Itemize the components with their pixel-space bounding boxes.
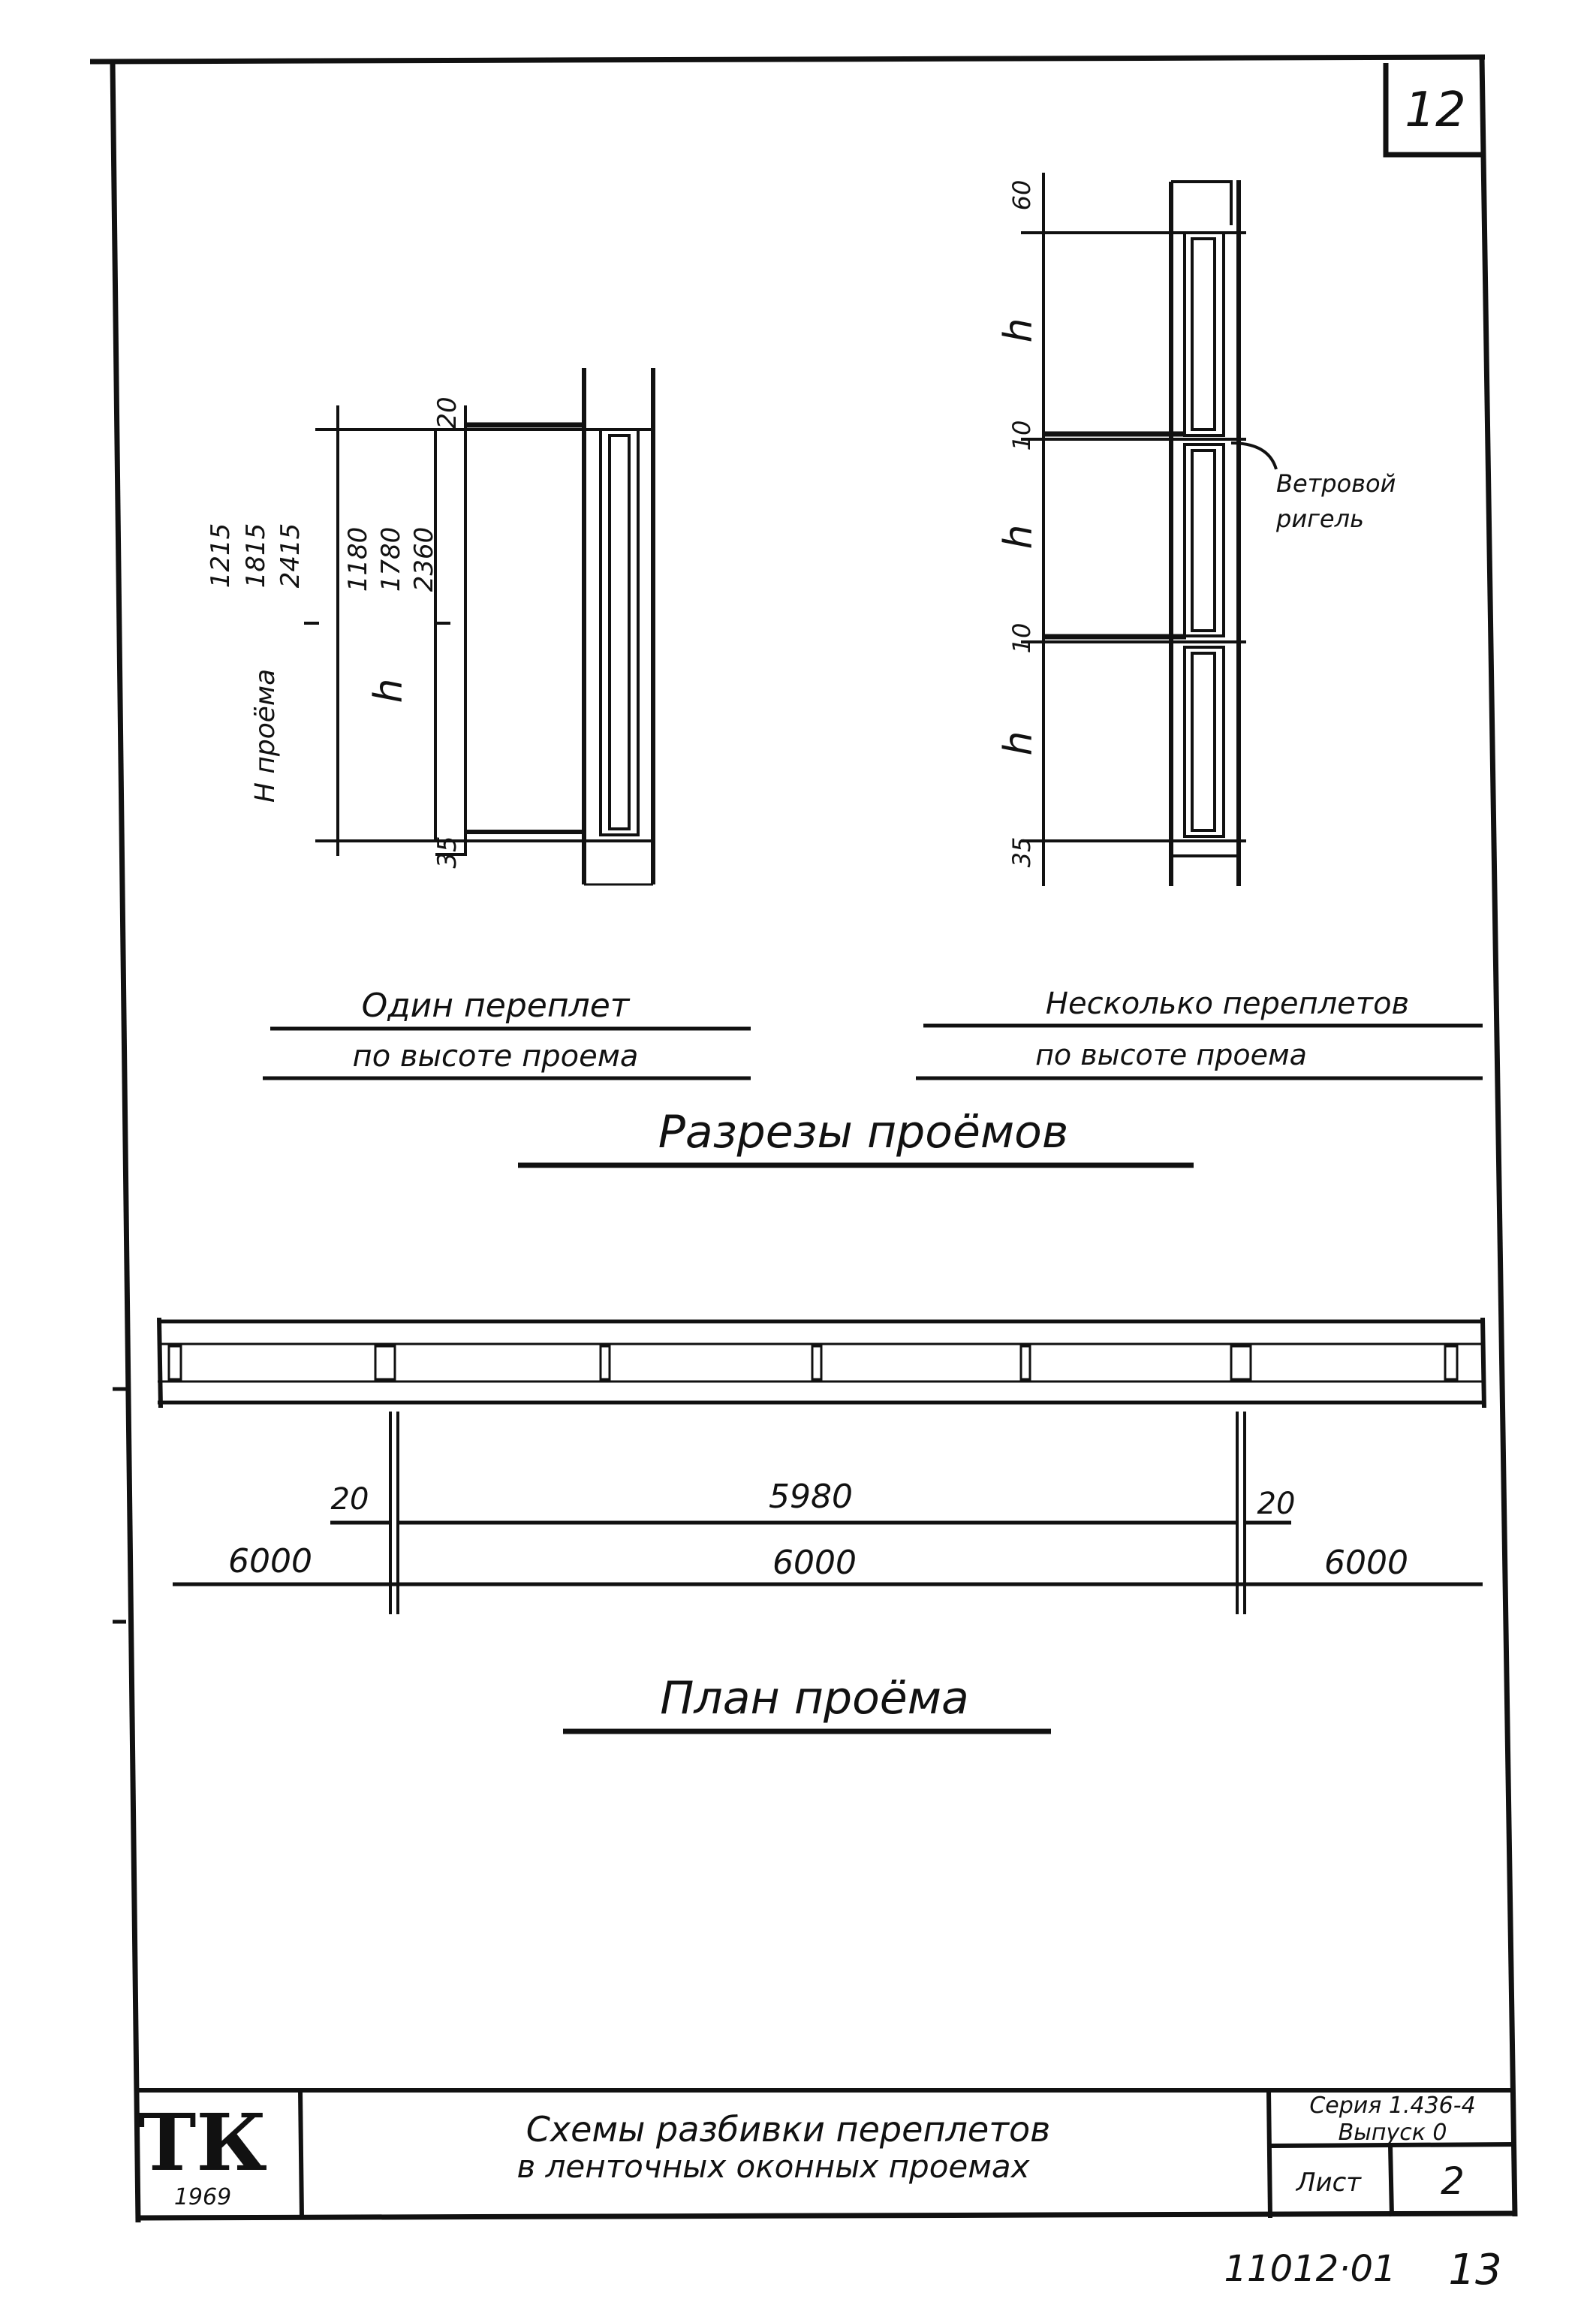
page-number-box: 12: [1383, 63, 1485, 158]
footer-code: 11012·01: [1224, 2248, 1396, 2290]
drawing-title-line1: Схемы разбивки переплетов: [526, 2109, 1051, 2150]
opening-height-value-1: 1215: [206, 523, 236, 589]
caption-multi-line1: Несколько переплетов: [1046, 987, 1409, 1021]
sheet-number: 2: [1441, 2159, 1465, 2203]
section-multiple-sashes: 60 h 10 h 10 h 35 Ветровой ригель Нескол…: [916, 173, 1483, 1080]
caption-single-line1: Один переплет: [362, 987, 631, 1025]
logo-year: 1969: [174, 2184, 231, 2210]
series-label: Серия 1.436-4: [1309, 2093, 1475, 2119]
title-block: [135, 2088, 1516, 2219]
dim-h-1: h: [996, 318, 1041, 343]
section-single-sash: 20 35 H проёма 1215 1815 2415 h 1180 178…: [206, 368, 751, 1080]
dim-gap-1: 10: [1007, 420, 1036, 451]
plan-dim-left: 6000: [228, 1542, 312, 1580]
wind-girder-label-line2: ригель: [1275, 505, 1364, 533]
logo-tk: ТК: [138, 2096, 267, 2189]
drawing-title-line2: в ленточных оконных проемах: [516, 2148, 1030, 2185]
dim-h-3: h: [996, 731, 1041, 756]
sheet-label: Лист: [1295, 2168, 1362, 2198]
plan-dim-left-gap: 20: [331, 1482, 369, 1517]
dim-h-2: h: [996, 525, 1041, 550]
page-number: 12: [1405, 83, 1465, 138]
caption-multi-line2: по высоте проема: [1035, 1038, 1307, 1071]
opening-height-value-3: 2415: [276, 523, 306, 589]
sheet-frame: [89, 54, 1518, 2223]
footer-number: 13: [1448, 2246, 1501, 2294]
plan-dim-right: 6000: [1324, 1544, 1408, 1582]
caption-single-line2: по высоте проема: [353, 1039, 639, 1074]
plan-dim-right-gap: 20: [1257, 1487, 1296, 1521]
dim-top: 60: [1007, 180, 1036, 211]
sash-height-value-3: 2360: [409, 527, 439, 592]
plan-dim-inner: 5980: [769, 1478, 853, 1516]
plan-title: План проёма: [660, 1672, 969, 1725]
dim-bottom: 35: [1007, 837, 1036, 868]
plan-dim-center: 6000: [772, 1544, 857, 1582]
issue-label: Выпуск 0: [1339, 2120, 1447, 2146]
dim-gap-2: 10: [1007, 623, 1036, 654]
sash-height-label: h: [366, 679, 411, 704]
opening-plan: [157, 1317, 1486, 1614]
sections-title: Разрезы проёмов: [658, 1106, 1068, 1159]
bottom-dimension: 35: [432, 836, 462, 868]
sash-height-value-1: 1180: [343, 527, 373, 592]
opening-height-value-2: 1815: [241, 523, 271, 589]
wind-girder-label-line1: Ветровой: [1276, 469, 1396, 498]
opening-height-label: H проёма: [250, 669, 281, 803]
top-dimension: 20: [432, 396, 462, 429]
sash-height-value-2: 1780: [376, 527, 406, 592]
